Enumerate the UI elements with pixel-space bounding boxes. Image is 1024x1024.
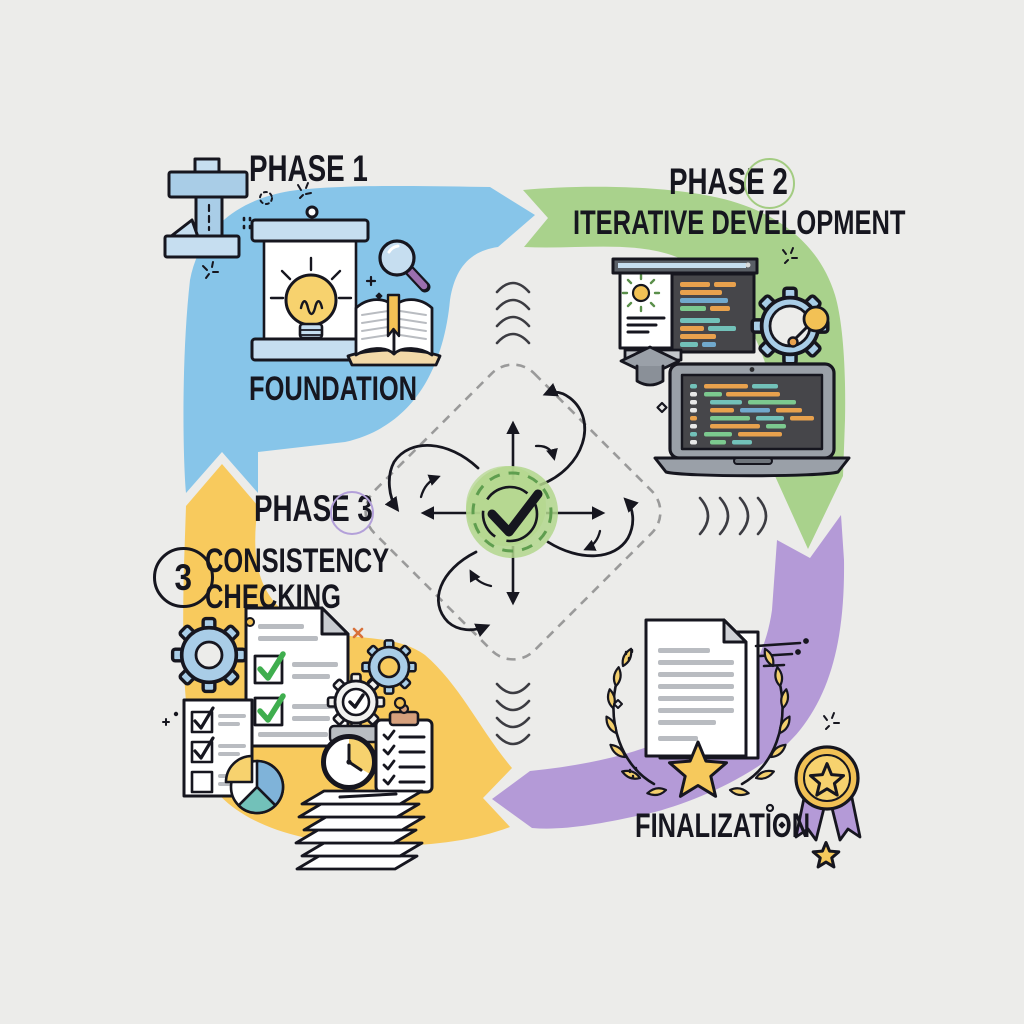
medal-ribbon-icon xyxy=(794,745,862,868)
phase4-icons xyxy=(602,618,862,868)
magnifier-icon xyxy=(378,239,431,293)
phase2-icons xyxy=(611,247,851,478)
phase3-number-badge: 3 xyxy=(153,547,214,608)
open-book-icon xyxy=(346,293,442,367)
phase1-icons xyxy=(163,157,442,367)
paper-stack-icon xyxy=(294,789,426,871)
phase1-label: PHASE 1 xyxy=(249,148,368,189)
checklist-document-icon xyxy=(244,606,350,748)
phase4-sparkles xyxy=(613,648,840,829)
dashed-diamond xyxy=(364,363,662,661)
phase3-sparkles xyxy=(162,617,407,726)
phase3-number-ring xyxy=(330,491,374,535)
phase2-band-arrow xyxy=(523,186,846,549)
gear-commit-icon xyxy=(750,286,830,366)
curved-iteration-arrows xyxy=(384,383,639,637)
laurel-wreath-icon xyxy=(602,646,794,798)
phase2-sparkles xyxy=(656,247,798,414)
phase1-sparkles xyxy=(202,182,383,300)
code-presentation-icon xyxy=(611,257,759,354)
lightbulb-icon xyxy=(269,256,353,340)
idea-poster-icon xyxy=(250,205,370,362)
graduation-cap-icon xyxy=(619,345,683,397)
phase1-title: FOUNDATION xyxy=(249,370,418,408)
clock-icon xyxy=(321,724,384,790)
certificate-document-icon xyxy=(644,618,809,760)
small-star-icon xyxy=(812,841,840,868)
check-circle-icon xyxy=(466,466,558,558)
flow-chevrons-right xyxy=(698,496,768,536)
sun-doodle-icon xyxy=(621,273,661,313)
pie-chart-icon xyxy=(224,754,285,815)
laptop-code-icon xyxy=(653,362,851,478)
phase4-title: FINALIZATION xyxy=(635,807,811,845)
phase2-title: ITERATIVE DEVELOPMENT xyxy=(573,204,906,242)
phase3-title: CONSISTENCY CHECKING xyxy=(205,542,389,616)
phase2-number-ring xyxy=(744,158,795,209)
flow-chevrons-top xyxy=(495,281,531,345)
center-hub xyxy=(364,281,768,746)
phase3-icons xyxy=(162,606,434,871)
press-tool-icon xyxy=(163,157,249,259)
flow-chevrons-bottom xyxy=(495,682,531,746)
clipboard-checklist-icon xyxy=(374,703,434,794)
